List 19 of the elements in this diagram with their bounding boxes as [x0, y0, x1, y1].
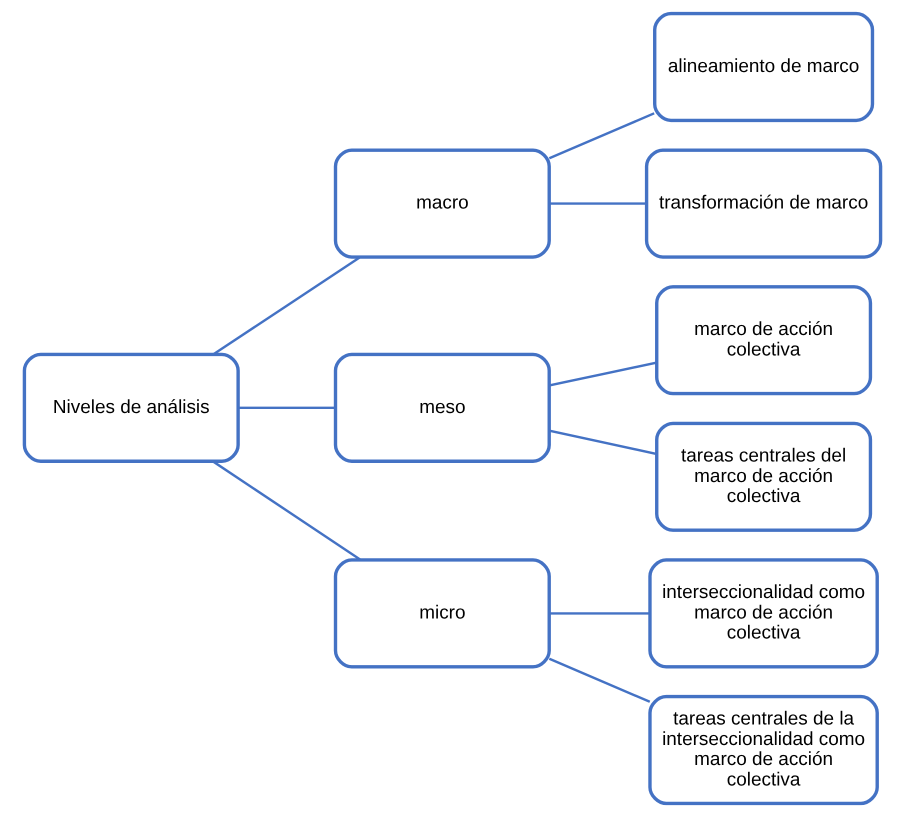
node-box: tareas centrales de la interseccionalidad como marco de acción colectiva: [648, 694, 879, 806]
node-box: interseccionalidad como marco de acción colectiva: [648, 558, 879, 669]
node-box: tareas centrales del marco de acción colectiva: [655, 422, 872, 532]
connector: [549, 361, 657, 387]
node-box: macro: [334, 148, 551, 259]
node-box: micro: [334, 558, 551, 669]
connector: [212, 460, 362, 561]
connector: [549, 430, 657, 456]
connector: [549, 612, 650, 615]
node-box: meso: [334, 352, 551, 463]
connector: [548, 112, 655, 160]
connector: [212, 256, 361, 356]
node-box: transformación de marco: [644, 148, 882, 259]
node-box: alineamiento de marco: [653, 12, 874, 122]
connector: [549, 202, 646, 205]
node-box: Niveles de análisis: [22, 352, 240, 463]
node-box: marco de acción colectiva: [655, 285, 872, 396]
connector: [238, 406, 336, 410]
connector: [548, 658, 650, 703]
